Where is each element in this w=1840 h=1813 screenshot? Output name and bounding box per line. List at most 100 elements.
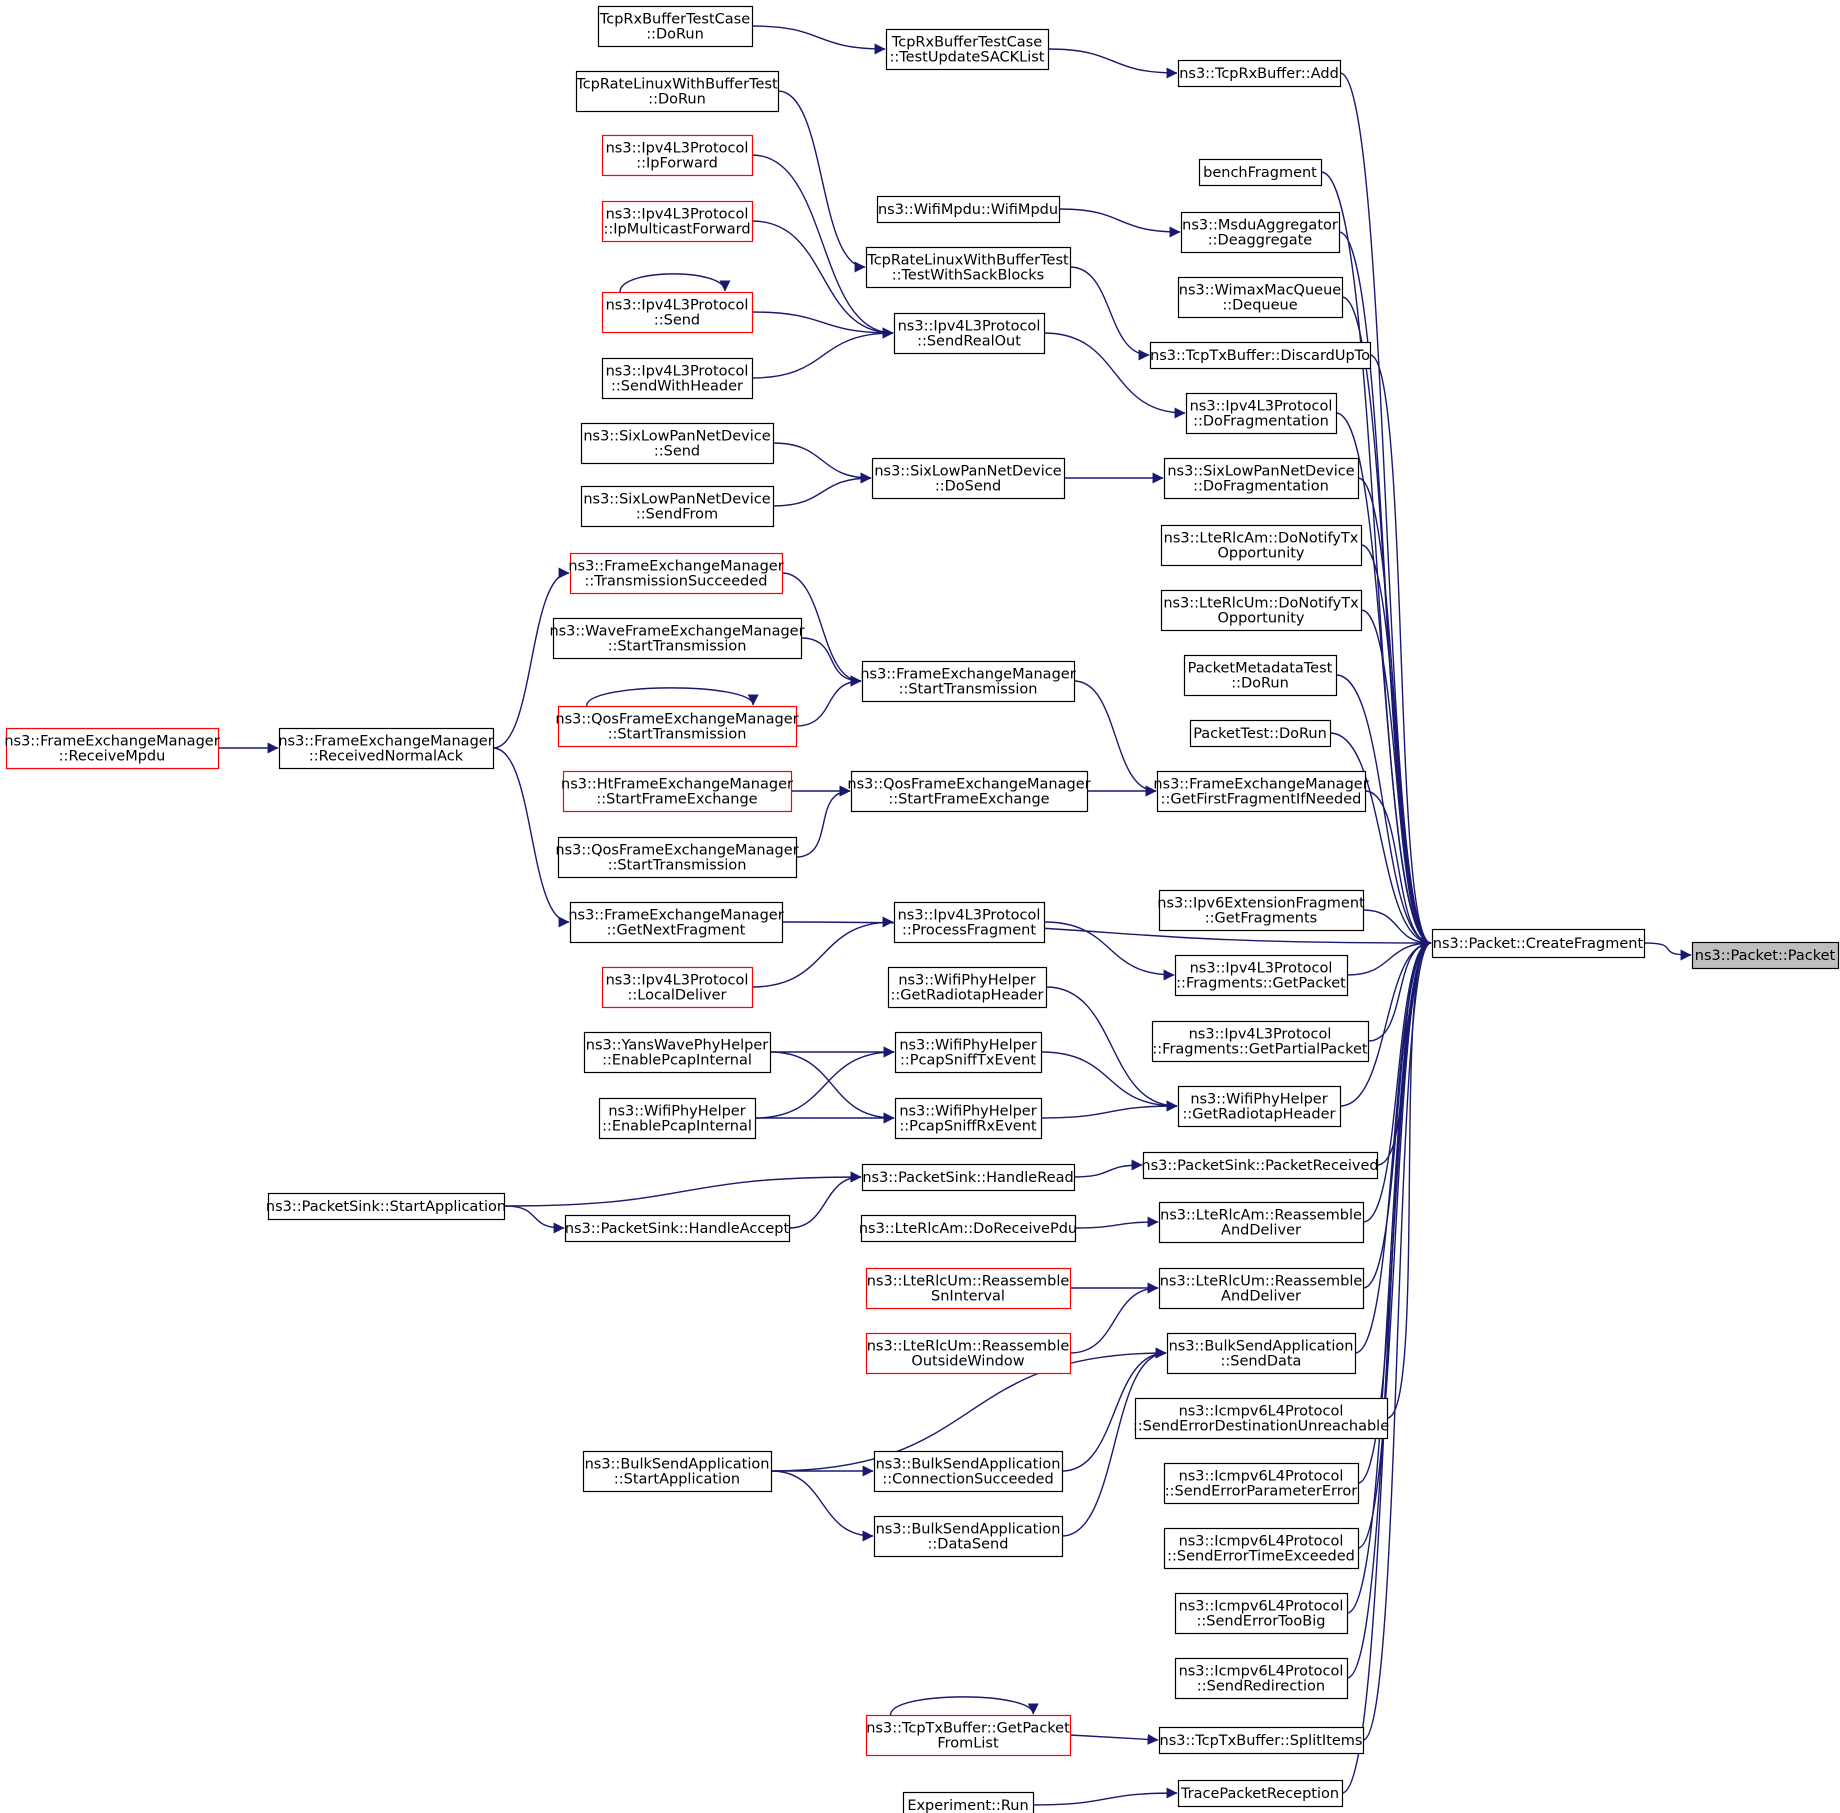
node-label: ::Dequeue <box>1222 298 1297 314</box>
node-box <box>865 1714 1072 1757</box>
node-pktsink-received[interactable]: ns3::PacketSink::PacketReceived <box>1141 1151 1379 1180</box>
node-label: ::SendRedirection <box>1197 1679 1325 1695</box>
node-box <box>583 1031 772 1074</box>
node-icmp-paramerr[interactable]: ns3::Icmpv6L4Protocol::SendErrorParamete… <box>1163 1462 1360 1505</box>
node-tcprx-add[interactable]: ns3::TcpRxBuffer::Add <box>1177 59 1342 88</box>
node-ipv4-localdeliver[interactable]: ns3::Ipv4L3Protocol::LocalDeliver <box>601 966 754 1009</box>
node-fem-recvack[interactable]: ns3::FrameExchangeManager::ReceivedNorma… <box>278 727 495 770</box>
node-ipv6ext-getfrag[interactable]: ns3::Ipv6ExtensionFragment::GetFragments <box>1157 889 1365 932</box>
edge-pktsink-handleread-to-pktsink-received <box>1073 1159 1143 1178</box>
node-label: ns3::BulkSendApplication <box>585 1457 770 1473</box>
node-pkttest-dorun[interactable]: PacketTest::DoRun <box>1189 719 1332 748</box>
node-tcptx-splititems[interactable]: ns3::TcpTxBuffer::SplitItems <box>1158 1726 1365 1755</box>
node-ipv4-ipforward[interactable]: ns3::Ipv4L3Protocol::IpForward <box>601 134 754 177</box>
node-box <box>1189 719 1332 748</box>
node-lterlcam-dorecv[interactable]: ns3::LteRlcAm::DoReceivePdu <box>859 1214 1077 1243</box>
node-icmp-toobig[interactable]: ns3::Icmpv6L4Protocol::SendErrorTooBig <box>1174 1592 1349 1635</box>
node-pktsink-startapp[interactable]: ns3::PacketSink::StartApplication <box>266 1192 506 1221</box>
node-wavefem-starttx[interactable]: ns3::WaveFrameExchangeManager::StartTran… <box>549 617 805 660</box>
node-sixlow-dofrag[interactable]: ns3::SixLowPanNetDevice::DoFragmentation <box>1163 457 1360 500</box>
node-label: ::StartApplication <box>614 1472 740 1488</box>
node-ipv4-dofrag[interactable]: ns3::Ipv4L3Protocol::DoFragmentation <box>1185 392 1338 435</box>
node-label: FromList <box>937 1736 999 1752</box>
node-experiment-run[interactable]: Experiment::Run <box>902 1791 1035 1813</box>
node-msdu-deagg[interactable]: ns3::MsduAggregator::Deaggregate <box>1180 211 1341 254</box>
node-label: ::EnablePcapInternal <box>602 1119 752 1135</box>
node-tcprate-sack[interactable]: TcpRateLinuxWithBufferTest::TestWithSack… <box>865 246 1072 289</box>
node-fem-starttx[interactable]: ns3::FrameExchangeManager::StartTransmis… <box>860 660 1076 703</box>
node-label: ::PcapSniffRxEvent <box>899 1119 1036 1135</box>
node-box <box>569 901 784 944</box>
node-label: ::EnablePcapInternal <box>602 1053 752 1069</box>
node-wimax-dequeue[interactable]: ns3::WimaxMacQueue::Dequeue <box>1177 276 1344 319</box>
node-box <box>5 727 220 770</box>
node-tracepktrecv[interactable]: TracePacketReception <box>1177 1779 1344 1808</box>
node-tcprx-dorun[interactable]: TcpRxBufferTestCase::DoRun <box>597 5 754 48</box>
node-bulk-connsucc[interactable]: ns3::BulkSendApplication::ConnectionSucc… <box>873 1450 1064 1493</box>
node-label: ::DoRun <box>1231 676 1289 692</box>
node-ipv4-sendwh[interactable]: ns3::Ipv4L3Protocol::SendWithHeader <box>601 357 754 400</box>
node-qosfem-startfe[interactable]: ns3::QosFrameExchangeManager::StartFrame… <box>847 770 1091 813</box>
node-htfem-startfe[interactable]: ns3::HtFrameExchangeManager::StartFrameE… <box>561 770 793 813</box>
node-sixlow-sendfrom[interactable]: ns3::SixLowPanNetDevice::SendFrom <box>580 485 775 528</box>
node-label: ::GetFragments <box>1205 911 1317 927</box>
node-label: ::ReceiveMpdu <box>59 749 166 765</box>
node-bench[interactable]: benchFragment <box>1198 158 1323 187</box>
node-wifiphy-enablepcap[interactable]: ns3::WifiPhyHelper::EnablePcapInternal <box>598 1097 757 1140</box>
node-tcptx-discard[interactable]: ns3::TcpTxBuffer::DiscardUpTo <box>1149 341 1372 370</box>
node-box <box>1151 1020 1370 1063</box>
node-qosfem-starttx-a[interactable]: ns3::QosFrameExchangeManager::StartTrans… <box>555 705 799 748</box>
node-pktmeta-dorun[interactable]: PacketMetadataTest::DoRun <box>1183 654 1338 697</box>
node-label: ns3::WifiPhyHelper <box>899 1038 1036 1054</box>
node-ipv4-frag-getpacket[interactable]: ns3::Ipv4L3Protocol::Fragments::GetPacke… <box>1174 954 1349 997</box>
node-wifiphy-getradiotap-r[interactable]: ns3::WifiPhyHelper::GetRadiotapHeader <box>1177 1085 1342 1128</box>
node-tcprx-sack[interactable]: TcpRxBufferTestCase::TestUpdateSACKList <box>885 28 1050 71</box>
node-wifiphy-sniffttx[interactable]: ns3::WifiPhyHelper::PcapSniffTxEvent <box>894 1031 1043 1074</box>
node-qosfem-starttx-b[interactable]: ns3::QosFrameExchangeManager::StartTrans… <box>555 836 799 879</box>
node-label: ::StartTransmission <box>899 682 1038 698</box>
node-ipv4-sendrealout[interactable]: ns3::Ipv4L3Protocol::SendRealOut <box>893 312 1046 355</box>
node-label: Opportunity <box>1217 546 1304 562</box>
node-box <box>601 291 754 334</box>
node-label: ns3::FrameExchangeManager <box>4 734 219 750</box>
node-icmp-redirect[interactable]: ns3::Icmpv6L4Protocol::SendRedirection <box>1174 1657 1349 1700</box>
node-fem-txsucc[interactable]: ns3::FrameExchangeManager::TransmissionS… <box>568 552 784 595</box>
node-ipv4-ipmcast[interactable]: ns3::Ipv4L3Protocol::IpMulticastForward <box>601 200 754 243</box>
node-bulk-senddata[interactable]: ns3::BulkSendApplication::SendData <box>1166 1332 1357 1375</box>
node-label: ns3::FrameExchangeManager <box>1153 777 1368 793</box>
node-label: ns3::Ipv4L3Protocol <box>606 141 749 157</box>
node-wifiphy-sniffrx[interactable]: ns3::WifiPhyHelper::PcapSniffRxEvent <box>894 1097 1043 1140</box>
node-box <box>557 836 798 879</box>
node-sixlow-dosend[interactable]: ns3::SixLowPanNetDevice::DoSend <box>871 457 1066 500</box>
node-sixlow-send[interactable]: ns3::SixLowPanNetDevice::Send <box>580 422 775 465</box>
node-ipv4-send[interactable]: ns3::Ipv4L3Protocol::Send <box>601 291 754 334</box>
node-icmp-timeexc[interactable]: ns3::Icmpv6L4Protocol::SendErrorTimeExce… <box>1163 1527 1360 1570</box>
node-create-fragment[interactable]: ns3::Packet::CreateFragment <box>1431 928 1646 959</box>
node-pktsink-handleread[interactable]: ns3::PacketSink::HandleRead <box>861 1163 1076 1192</box>
node-ipv4-frag-getpartial[interactable]: ns3::Ipv4L3Protocol::Fragments::GetParti… <box>1151 1020 1370 1063</box>
node-pktsink-handleaccept[interactable]: ns3::PacketSink::HandleAccept <box>565 1214 791 1243</box>
node-wifiphy-getradiotap-l[interactable]: ns3::WifiPhyHelper::GetRadiotapHeader <box>887 966 1048 1009</box>
node-fem-recvmpdu[interactable]: ns3::FrameExchangeManager::ReceiveMpdu <box>4 727 220 770</box>
node-ipv4-procfrag[interactable]: ns3::Ipv4L3Protocol::ProcessFragment <box>893 901 1046 944</box>
node-wifimpdu[interactable]: ns3::WifiMpdu::WifiMpdu <box>876 195 1061 224</box>
node-label: TcpRateLinuxWithBufferTest <box>866 253 1069 269</box>
node-bulk-startapp[interactable]: ns3::BulkSendApplication::StartApplicati… <box>582 1450 773 1493</box>
node-yans-enablepcap[interactable]: ns3::YansWavePhyHelper::EnablePcapIntern… <box>583 1031 772 1074</box>
node-icmp-destunreach[interactable]: ns3::Icmpv6L4Protocol::SendErrorDestinat… <box>1133 1397 1389 1440</box>
node-fem-getnext[interactable]: ns3::FrameExchangeManager::GetNextFragme… <box>568 901 784 944</box>
node-fem-getfirst[interactable]: ns3::FrameExchangeManager::GetFirstFragm… <box>1153 770 1369 813</box>
node-bulk-datasend[interactable]: ns3::BulkSendApplication::DataSend <box>873 1515 1064 1558</box>
node-packet-ctor[interactable]: ns3::Packet::Packet <box>1691 941 1840 970</box>
node-label: PacketMetadataTest <box>1188 661 1333 677</box>
node-box <box>865 1267 1072 1310</box>
node-tcprate-dorun[interactable]: TcpRateLinuxWithBufferTest::DoRun <box>575 70 780 113</box>
node-label: ns3::Ipv4L3Protocol <box>898 908 1041 924</box>
